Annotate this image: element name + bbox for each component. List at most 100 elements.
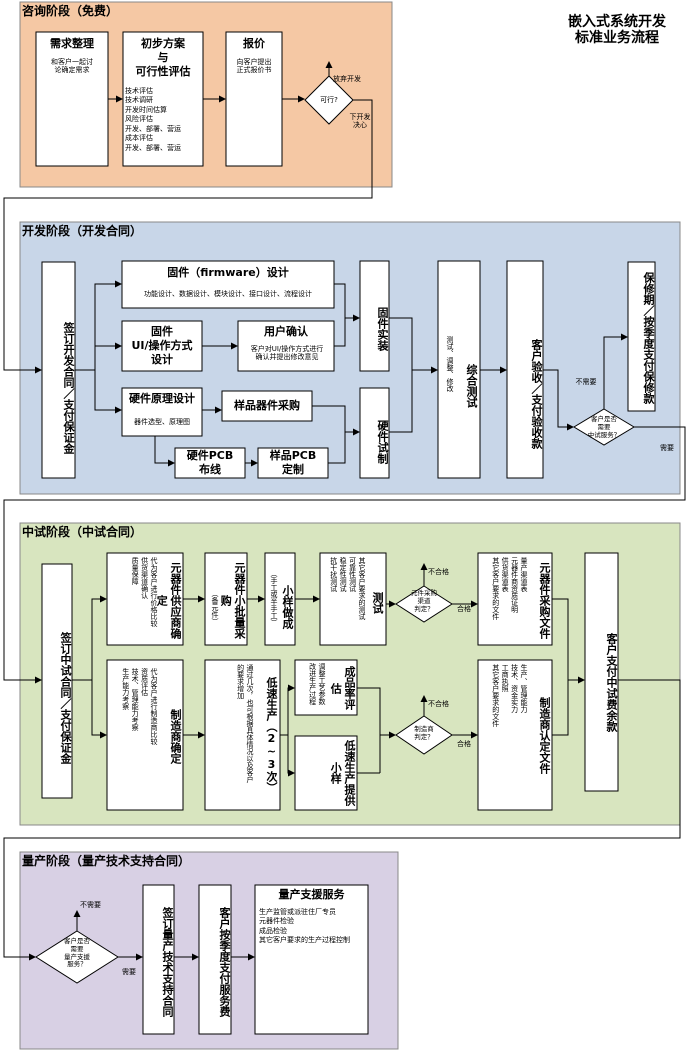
channel-diamond-label: 元件采购 渠道 判定？ — [411, 589, 437, 613]
pilot-diamond-label: 客户是否 需要 中试服务？ — [587, 415, 621, 439]
lowsample-title: 低速生产提供小样 — [329, 740, 356, 806]
req-title: 需求整理 — [50, 37, 94, 50]
mass-need-label: 需要 — [122, 968, 136, 976]
stage4-title: 量产阶段（量产技术支持合同） — [22, 854, 191, 868]
pilot-sign-box — [41, 563, 73, 799]
title-line-2: 标准业务流程 — [575, 30, 659, 47]
mfr-unqualified-label: 不合格 — [428, 700, 449, 708]
pcbmake-box — [257, 447, 329, 479]
fw-note: 功能设计、数据设计、模块设计、接口设计、流程设计 — [144, 290, 312, 298]
stage2-title: 开发阶段（开发合同） — [22, 224, 143, 238]
comp-doc-box — [477, 552, 553, 646]
supplier-title: 元器件供应商确定 — [155, 561, 182, 639]
support-box — [254, 884, 369, 1035]
req-box — [35, 31, 109, 167]
integ-box — [437, 260, 481, 479]
comp-doc-title: 元器件采购文件 — [538, 561, 551, 639]
mfr-box — [106, 659, 184, 811]
pilot-test-note: 其它客户要求的测试 可靠性测试 稳定性测试 抗干扰测试 — [329, 557, 366, 620]
confirm-note: 客户对UI/操作方式进行 确认并提出修改意见 — [250, 345, 324, 362]
sample-title: 小样做成 — [281, 585, 294, 629]
pcb-box — [174, 447, 246, 479]
small-buy-box — [204, 552, 248, 646]
pilot-test-title: 测试 — [371, 592, 384, 614]
req-note: 和客户一起讨 论确定需求 — [51, 58, 93, 75]
decide-label: 下开发 决心 — [349, 113, 371, 130]
pilot-sign-label: 签订中试合同／支付保证金 — [59, 632, 72, 764]
confirm-title: 用户确认 — [264, 325, 308, 338]
mfr-note: 代为客户进行制造商比较 资质评估 技术、管理能力考察 生产能力考察 — [121, 668, 158, 745]
mass-sign-box — [142, 884, 175, 1035]
feasible-label: 可行? — [320, 96, 338, 104]
mass-pay-box — [198, 884, 232, 1035]
pilot-pay-box — [584, 552, 619, 792]
mfr-doc-title: 制造商认定文件 — [538, 696, 551, 774]
stage3-title: 中试阶段（中试合同） — [22, 525, 143, 539]
plan-title: 初步方案 与 可行性评估 — [135, 37, 191, 78]
supplier-box — [106, 552, 184, 646]
supplier-note: 代为客户进行价格比较 供货渠道确认 质量保障 — [131, 557, 158, 627]
yield-title: 成品率评估 — [329, 666, 356, 710]
sample-note: （手工或半手工） — [270, 570, 278, 626]
accept-label: 客户验收／支付验收款 — [530, 339, 543, 449]
channel-unqualified-label: 不合格 — [428, 568, 449, 576]
quote-box — [225, 31, 283, 167]
hw-title: 硬件原理设计 — [129, 392, 195, 405]
diagram-title: 嵌入式系统开发 标准业务流程 — [552, 14, 682, 46]
pilot-need-label: 需要 — [660, 444, 674, 452]
lowprod-box — [204, 659, 281, 811]
fw-install-label: 固件实装 — [376, 307, 389, 351]
mass-no-need-label: 不需要 — [80, 901, 101, 909]
hw-test-box — [359, 387, 390, 479]
mass-diamond-label: 客户是否 需要 量产支援 服务？ — [64, 937, 90, 969]
lowsample-box — [294, 735, 358, 811]
pilot-test-box — [319, 552, 387, 646]
yield-box — [294, 659, 358, 716]
pilot-diamond — [573, 408, 635, 446]
integ-label: 综合测试 — [465, 364, 478, 408]
quote-note: 向客户提出 正式报价书 — [236, 58, 272, 75]
mfr-diamond-label: 制造商 判定？ — [414, 725, 434, 741]
hw-note: 器件选型、原理图 — [134, 418, 190, 426]
lowprod-note: 通过几次，也可根据具体情况以及客户 的要求增加 — [236, 664, 254, 783]
lowprod-title: 低速生产（2~3次） — [265, 677, 278, 793]
hw-box — [121, 387, 203, 437]
mfr-doc-note: 生产、管理能力 技术、资金实力 工商执照 其它客户要求的文件 — [491, 664, 528, 727]
ui-box — [121, 320, 203, 372]
channel-qualified-label: 合格 — [457, 605, 471, 613]
mass-sign-label: 签订量产技术支持合同 — [161, 907, 174, 1017]
pilot-pay-label: 客户支付中试费余款 — [605, 632, 618, 732]
warranty-box — [627, 261, 656, 412]
fw-title: 固件（firmware）设计 — [167, 266, 289, 279]
small-buy-note: （备元件） — [211, 590, 219, 625]
hw-test-label: 硬件试制 — [376, 420, 389, 464]
support-title: 量产支援服务 — [278, 888, 345, 901]
title-line-1: 嵌入式系统开发 — [568, 14, 666, 30]
pilot-no-need-label: 不需要 — [575, 378, 597, 386]
abandon-label: 放弃开发 — [333, 75, 361, 83]
pcbmake-title: 样品PCB 定制 — [269, 449, 317, 476]
yield-note: 调整工艺参数 改进生产过程 — [308, 663, 326, 705]
integ-note: 测试、调整、修改 — [446, 336, 454, 392]
mfr-diamond — [395, 715, 453, 755]
mfr-title: 制造商确定 — [169, 708, 182, 764]
warranty-label: 保修期／按季度支付保修款 — [642, 272, 655, 404]
mass-pay-label: 客户按季度支付服务费 — [218, 907, 231, 1017]
comp-doc-note: 量产渠道表 元器件商资质证明 供货渠道表 其它客户要求的文件 — [491, 557, 528, 620]
dev-sign-label: 签订开发合同／支付保证金 — [62, 322, 75, 454]
small-buy-title: 元器件小批量采购 — [219, 561, 246, 639]
feasible-diamond — [304, 75, 354, 125]
purchase-title: 样品器件采购 — [234, 399, 300, 412]
quote-title: 报价 — [243, 37, 265, 50]
ui-title: 固件 UI/操作方式 设计 — [131, 325, 193, 366]
fw-install-box — [359, 260, 390, 372]
support-note: 生产监管或派驻住厂专员 元器件检验 成品检验 其它客户要求的生产过程控制 — [259, 908, 350, 945]
plan-note: 技术评估 技术调研 开发时间估算 风险评估 开发、部署、营运 成本评估 开发、部… — [125, 87, 181, 152]
pcb-title: 硬件PCB 布线 — [186, 449, 234, 476]
mfr-qualified-label: 合格 — [457, 740, 471, 748]
stage1-title: 咨询阶段（免费） — [22, 4, 119, 18]
stage2-panel — [19, 221, 681, 495]
plan-box — [122, 31, 204, 167]
